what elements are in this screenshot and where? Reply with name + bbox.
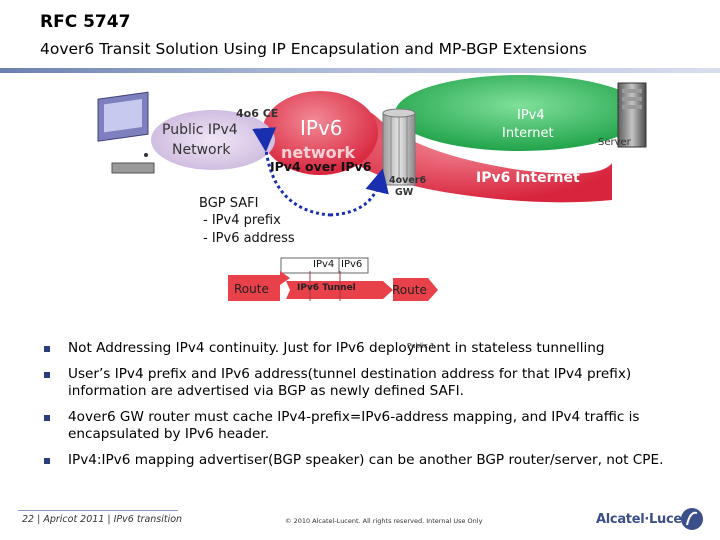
ipv4-internet-cloud — [395, 75, 645, 151]
server-label: Server — [598, 137, 631, 148]
slide-subtitle: 4over6 Transit Solution Using IP Encapsu… — [40, 40, 587, 58]
bgp-arrow-left — [252, 127, 331, 217]
bullet-text: IPv4:IPv6 mapping advertiser(BGP speaker… — [68, 452, 664, 468]
bullet-marker — [44, 346, 50, 352]
bullet-text: Not Addressing IPv4 continuity. Just for… — [68, 340, 605, 356]
gw-router-icon — [382, 108, 416, 186]
tunnel-label: IPv6 Tunnel — [297, 283, 356, 293]
bullet-text: User’s IPv4 prefix and IPv6 address(tunn… — [68, 366, 632, 399]
ipv4-internet-label-1: IPv4 — [517, 108, 545, 123]
bgp-ipv6-address-label: - IPv6 address — [203, 231, 295, 246]
tiny-public-label: Public 1 — [407, 342, 435, 350]
route-right-label: Route — [392, 283, 427, 297]
bullet-item: Not Addressing IPv4 continuity. Just for… — [44, 340, 694, 357]
computer-icon — [97, 91, 155, 174]
public-ipv4-label-2: Network — [172, 142, 231, 158]
bgp-safi-label: BGP SAFI — [199, 196, 259, 211]
bullet-marker — [44, 372, 50, 378]
bullet-text: 4over6 GW router must cache IPv4-prefix=… — [68, 409, 640, 442]
packet-ipv6-label: IPv6 — [341, 259, 363, 270]
footer-left-text: 22 | Apricot 2011 | IPv6 transition — [22, 514, 183, 525]
bullet-item: User’s IPv4 prefix and IPv6 address(tunn… — [44, 366, 694, 400]
title-rule — [0, 68, 720, 73]
ce-label: 4o6 CE — [236, 107, 279, 120]
ipv6-internet-label: IPv6 Internet — [476, 170, 580, 186]
packet-ipv4-label: IPv4 — [313, 259, 335, 270]
bullet-list: Not Addressing IPv4 continuity. Just for… — [44, 340, 694, 478]
gw-label-1: 4over6 — [389, 175, 427, 186]
bullet-marker — [44, 415, 50, 421]
route-left-box — [228, 275, 280, 301]
ipv6-network-label: IPv6 — [300, 116, 343, 140]
network-diagram — [97, 75, 647, 301]
public-ipv4-network-cloud — [151, 110, 275, 170]
bgp-ipv4-prefix-label: - IPv4 prefix — [203, 213, 281, 228]
route-right-arrow — [393, 278, 438, 301]
server-icon — [617, 82, 647, 148]
bullet-marker — [44, 458, 50, 464]
logo-swirl-icon — [681, 508, 703, 530]
footer-rule — [18, 510, 178, 511]
bullet-item: IPv4:IPv6 mapping advertiser(BGP speaker… — [44, 452, 694, 469]
bgp-arrow-right — [329, 168, 389, 217]
route-left-label: Route — [234, 282, 269, 296]
ipv6-network-cloud — [262, 91, 378, 175]
ipv4-over-ipv6-label: IPv4 over IPv6 — [270, 159, 372, 174]
public-ipv4-label-1: Public IPv4 — [162, 122, 238, 138]
slide-title: RFC 5747 — [40, 12, 131, 32]
packet-ipv6-box — [338, 257, 369, 274]
gw-label-2: GW — [395, 187, 414, 198]
bullet-item: 4over6 GW router must cache IPv4-prefix=… — [44, 409, 694, 443]
footer-copyright: © 2010 Alcatel-Lucent. All rights reserv… — [285, 517, 483, 525]
ipv6-network-sub-label: network — [281, 143, 356, 162]
ipv4-internet-label-2: Internet — [502, 126, 554, 141]
alcatel-lucent-logo: Alcatel·Lucent — [596, 512, 697, 527]
